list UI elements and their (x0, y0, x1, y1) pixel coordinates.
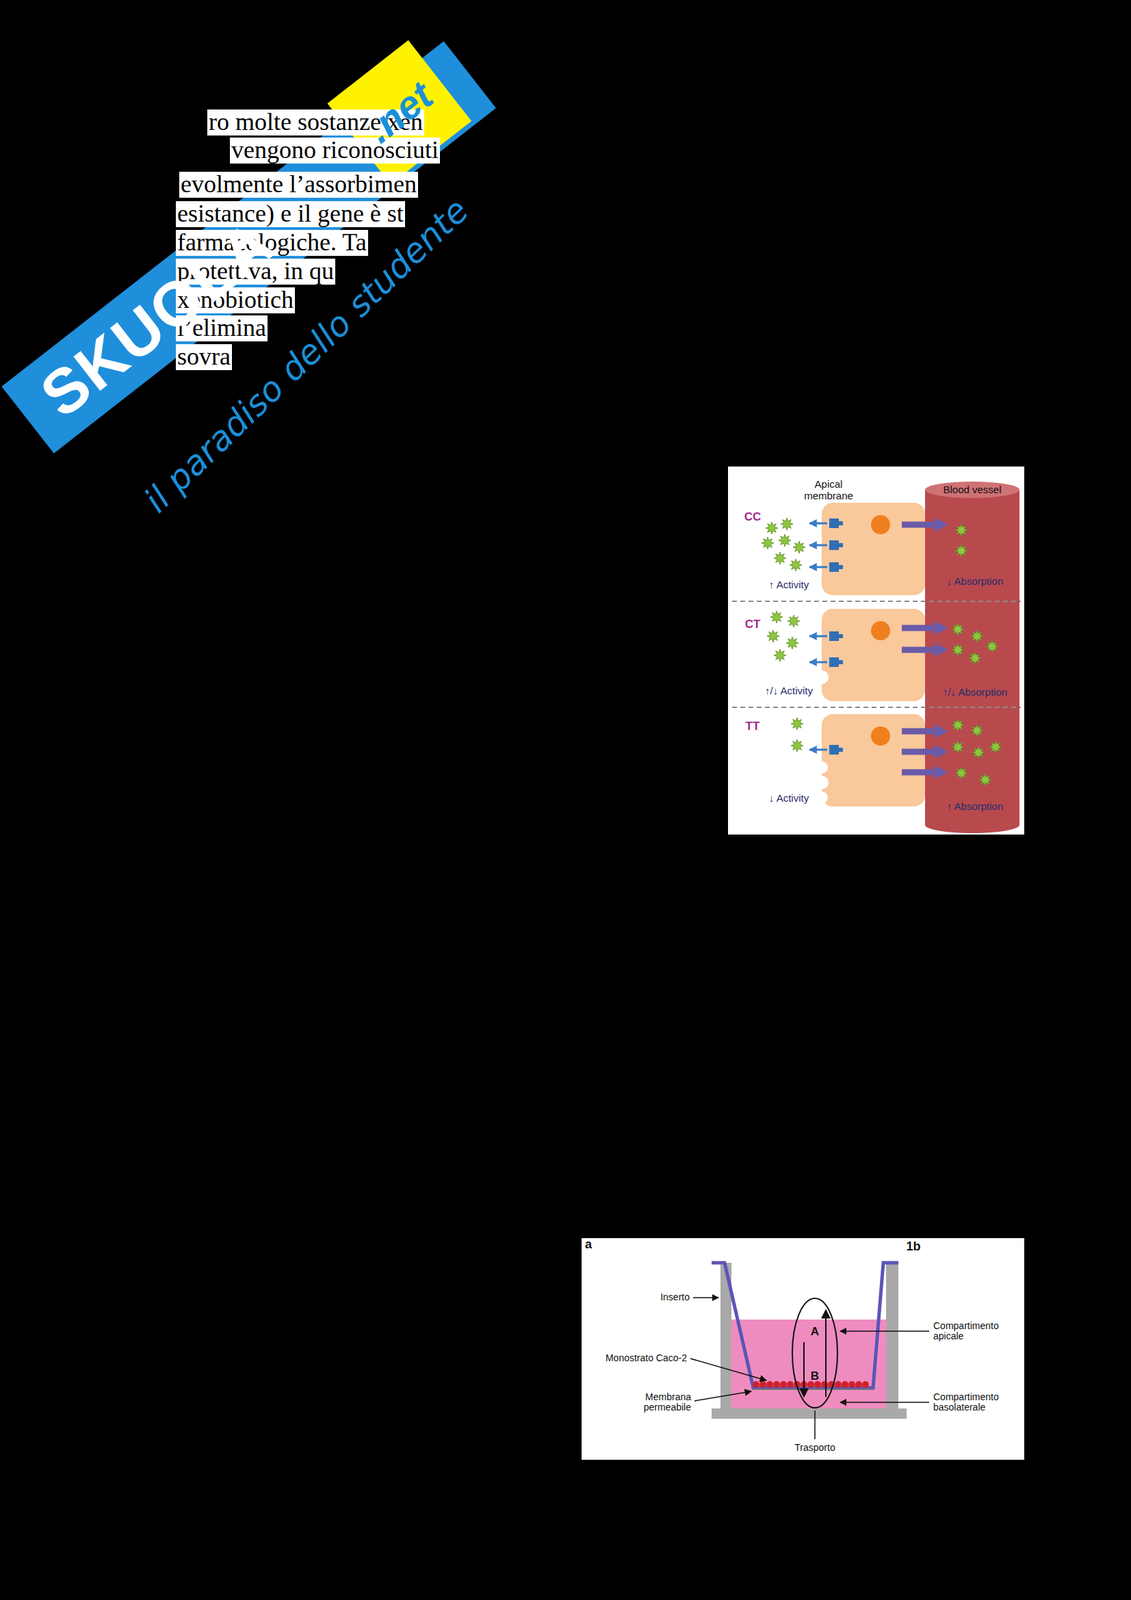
compartment-letter: B (810, 1370, 819, 1384)
part-label: Compartimento basolaterale (933, 1392, 1030, 1414)
part-label: Inserto (660, 1292, 690, 1303)
part-label: Trasporto (794, 1443, 835, 1454)
body-text-line: evolmente l’assorbimen (179, 171, 419, 198)
transwell-figure (581, 1238, 1025, 1461)
compartment-letter: A (810, 1326, 819, 1339)
body-text-line: sovra (175, 344, 232, 371)
figure-number: a (585, 1238, 592, 1253)
genotype-label: TT (745, 720, 761, 734)
part-label: Membrana permeabile (629, 1392, 692, 1414)
region-label: Blood vessel (939, 484, 1006, 497)
figure-number: 1b (905, 1240, 921, 1255)
absorption-label: ↓ Absorption (946, 576, 1004, 588)
absorption-label: ↑ Absorption (946, 801, 1004, 813)
part-label: Monostrato Caco-2 (605, 1353, 687, 1364)
transporter-figure (728, 466, 1025, 835)
cell (821, 502, 926, 596)
part-label: Compartimento apicale (933, 1321, 1030, 1343)
absorption-label: ↑/↓ Absorption (942, 686, 1008, 699)
cell (821, 608, 926, 702)
body-text-line: vengono riconosciuti (229, 137, 440, 164)
activity-label: ↑/↓ Activity (764, 685, 813, 698)
activity-label: ↓ Activity (769, 793, 809, 805)
activity-label: ↑ Activity (769, 579, 809, 592)
region-label: Apical membrane (795, 478, 862, 502)
cell (821, 714, 926, 807)
genotype-label: CT (745, 618, 761, 632)
genotype-label: CC (744, 511, 762, 525)
body-text-line: esistance) e il gene è st (175, 201, 406, 228)
